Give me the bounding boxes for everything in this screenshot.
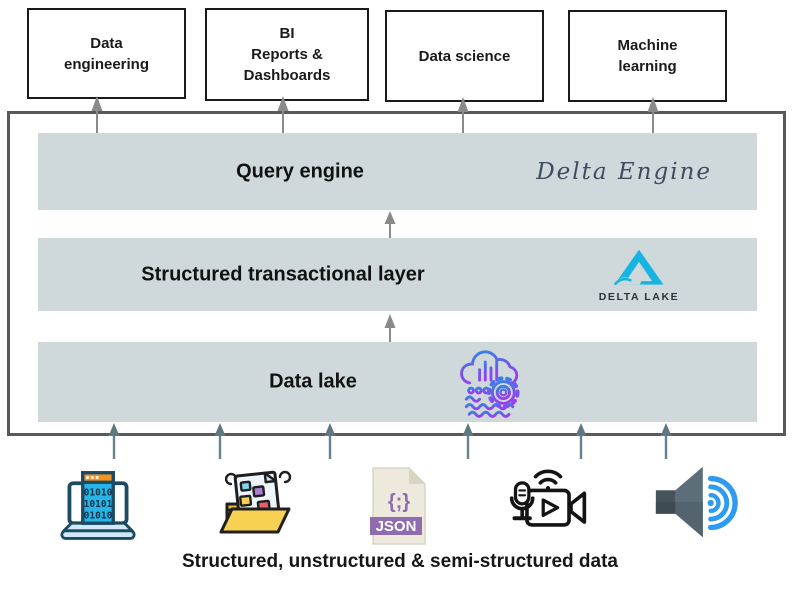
json-file-icon: {;} JSON	[370, 467, 426, 545]
laptop-binary-icon: 01010 10101 01010	[60, 471, 136, 540]
layer-query-engine: Query engine Delta Engine	[38, 133, 757, 210]
binary-line: 01010	[84, 510, 113, 521]
layer-structured-transactional: Structured transactional layer DELTA LAK…	[38, 238, 757, 311]
box-label: BI Reports & Dashboards	[243, 25, 331, 84]
delta-lake-logo-icon: DELTA LAKE	[597, 246, 681, 306]
delta-lake-triangle-icon	[613, 249, 664, 286]
box-label: Data engineering	[63, 34, 149, 73]
box-bi-reports-dashboards: BI Reports & Dashboards	[205, 8, 369, 101]
binary-line: 10101	[84, 499, 113, 510]
json-label: JSON	[376, 518, 417, 535]
audio-video-icon	[509, 469, 587, 527]
box-data-engineering: Data engineering	[27, 8, 186, 99]
data-lake-title: Data lake	[269, 370, 357, 393]
box-data-science: Data science	[385, 10, 544, 102]
braces-glyph: {;}	[388, 491, 410, 513]
structured-layer-title: Structured transactional layer	[141, 263, 425, 285]
query-engine-title: Query engine	[236, 160, 364, 182]
unstructured-files-icon	[219, 470, 292, 534]
delta-lake-label: DELTA LAKE	[598, 291, 680, 303]
speaker-audio-icon	[655, 466, 738, 538]
layer-data-lake: Data lake	[38, 342, 757, 422]
data-lake-cloud-gear-icon	[460, 350, 520, 418]
box-label: Machine learning	[617, 37, 678, 75]
delta-engine-brand: Delta Engine	[536, 158, 712, 185]
box-machine-learning: Machine learning	[568, 10, 727, 102]
binary-line: 01010	[84, 488, 113, 499]
box-label: Data science	[418, 47, 511, 65]
bottom-caption: Structured, unstructured & semi-structur…	[181, 551, 619, 572]
